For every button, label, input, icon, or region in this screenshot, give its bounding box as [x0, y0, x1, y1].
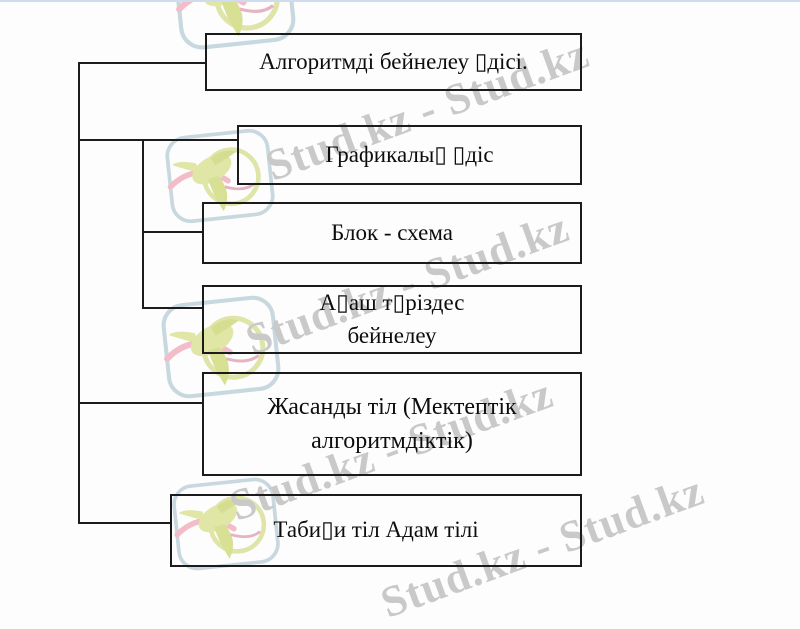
box-artificial-language: Жасанды тіл (Мектептік алгоритмдіктік) — [202, 372, 582, 476]
page-top-rule — [0, 0, 800, 2]
trunk-connector-line — [78, 62, 80, 524]
box-label: Алгоритмді бейнелеу ▯дісі. — [259, 48, 528, 74]
box-label-line2: бейнелеу — [347, 322, 437, 348]
box-label-line2: алгоритмдіктік) — [311, 428, 473, 454]
box-algorithm-method: Алгоритмді бейнелеу ▯дісі. — [205, 33, 582, 91]
connector-to-block-scheme — [142, 231, 202, 233]
connector-to-method — [78, 62, 205, 64]
connector-to-graphic — [78, 139, 237, 141]
box-block-scheme: Блок - схема — [202, 202, 582, 264]
box-graphic-method: Графикалы▯ ▯діс — [237, 125, 582, 185]
connector-to-artificial-language — [78, 402, 202, 404]
connector-to-tree — [142, 307, 202, 309]
box-label-line1: Жасанды тіл (Мектептік — [267, 393, 517, 420]
box-label: Блок - схема — [331, 219, 453, 245]
box-label: Графикалы▯ ▯діс — [325, 141, 494, 167]
connector-to-natural-language — [78, 522, 170, 524]
box-tree-representation: А▯аш т▯різдес бейнелеу — [202, 285, 582, 354]
branch-connector-line — [142, 139, 144, 309]
box-label-line1: А▯аш т▯різдес — [319, 289, 465, 315]
box-label: Таби▯и тіл Адам тілі — [273, 517, 479, 543]
box-natural-language: Таби▯и тіл Адам тілі — [170, 494, 582, 567]
